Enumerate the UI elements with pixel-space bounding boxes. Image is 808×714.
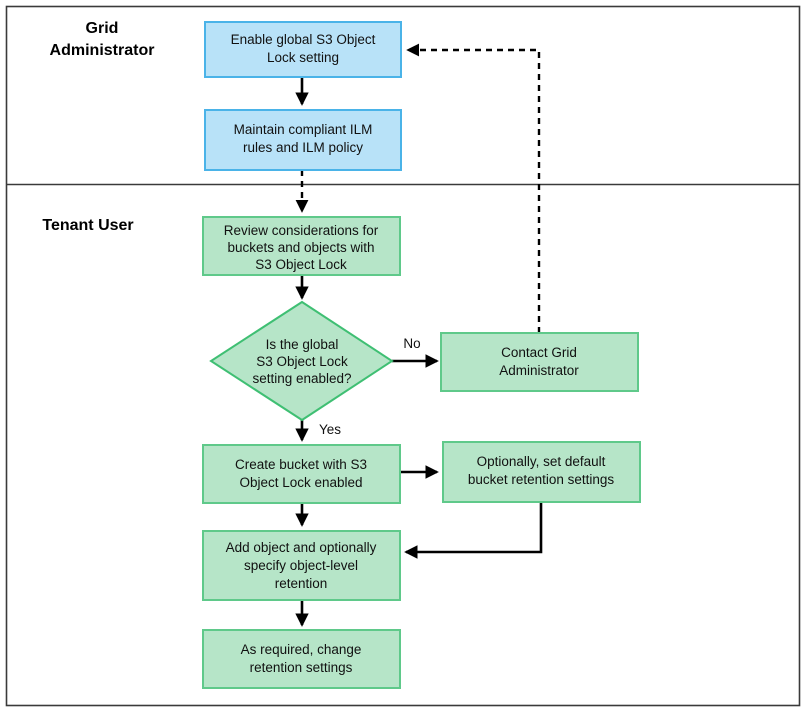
node-maintain-ilm-line2: rules and ILM policy — [243, 140, 363, 155]
node-create-bucket-box[interactable] — [202, 444, 401, 504]
node-contact-grid-admin-box[interactable] — [440, 332, 639, 392]
node-enable-lock-box[interactable] — [204, 21, 402, 78]
node-enable-lock[interactable]: Enable global S3 Object Lock setting — [204, 21, 402, 78]
node-decision-global-lock-shape[interactable] — [209, 300, 394, 422]
lane-label-tenant-user: Tenant User — [42, 217, 133, 234]
node-default-retention-line2: bucket retention settings — [468, 472, 615, 487]
node-add-object[interactable]: Add object and optionally specify object… — [202, 530, 401, 601]
node-review-considerations-line2: buckets and objects with — [227, 240, 374, 255]
node-create-bucket-line1: Create bucket with S3 — [235, 457, 367, 472]
node-enable-lock-line2: Lock setting — [267, 50, 339, 65]
node-decision-global-lock-line1: Is the global — [266, 337, 339, 352]
lane-label-tenant-user-line1: Tenant User — [42, 217, 133, 234]
node-enable-lock-line1: Enable global S3 Object — [231, 32, 376, 47]
node-maintain-ilm-line1: Maintain compliant ILM — [234, 122, 373, 137]
node-change-retention[interactable]: As required, change retention settings — [202, 629, 401, 689]
node-add-object-box[interactable] — [202, 530, 401, 601]
node-change-retention-line1: As required, change — [241, 642, 362, 657]
node-default-retention-line1: Optionally, set default — [477, 454, 606, 469]
edge-label-no: No — [403, 336, 420, 351]
node-add-object-line1: Add object and optionally — [226, 540, 377, 555]
node-review-considerations[interactable]: Review considerations for buckets and ob… — [202, 216, 401, 276]
lane-label-grid-administrator-line1: Grid — [86, 20, 119, 37]
node-maintain-ilm[interactable]: Maintain compliant ILM rules and ILM pol… — [204, 109, 402, 171]
node-add-object-line2: specify object-level — [244, 558, 358, 573]
node-decision-global-lock[interactable]: Is the global S3 Object Lock setting ena… — [209, 300, 394, 422]
swimlane-outer-frame — [5, 5, 801, 707]
node-maintain-ilm-box[interactable] — [204, 109, 402, 171]
node-contact-grid-admin[interactable]: Contact Grid Administrator — [440, 332, 639, 392]
edges-group — [295, 43, 543, 627]
node-review-considerations-line3: S3 Object Lock — [255, 257, 347, 272]
edge-label-yes: Yes — [319, 422, 341, 437]
node-decision-global-lock-line2: S3 Object Lock — [256, 354, 348, 369]
node-add-object-line3: retention — [275, 576, 328, 591]
swimlane-frame-group — [5, 5, 801, 707]
node-default-retention-box[interactable] — [442, 441, 641, 503]
edge-default-retention-to-add-object — [404, 502, 543, 559]
node-decision-global-lock-line3: setting enabled? — [252, 371, 351, 386]
edge-contact-admin-to-enable-lock-feedback — [406, 43, 541, 333]
lane-label-grid-administrator-line2: Administrator — [50, 42, 155, 59]
node-review-considerations-box[interactable] — [202, 216, 401, 276]
node-default-retention[interactable]: Optionally, set default bucket retention… — [442, 441, 641, 503]
node-contact-grid-admin-line2: Administrator — [499, 363, 579, 378]
node-create-bucket-line2: Object Lock enabled — [239, 475, 362, 490]
node-create-bucket[interactable]: Create bucket with S3 Object Lock enable… — [202, 444, 401, 504]
node-review-considerations-line1: Review considerations for — [224, 223, 379, 238]
edge-labels-group: No Yes — [319, 336, 421, 437]
node-contact-grid-admin-line1: Contact Grid — [501, 345, 577, 360]
lane-label-grid-administrator: Grid Administrator — [50, 20, 155, 59]
node-change-retention-line2: retention settings — [250, 660, 353, 675]
node-change-retention-box[interactable] — [202, 629, 401, 689]
